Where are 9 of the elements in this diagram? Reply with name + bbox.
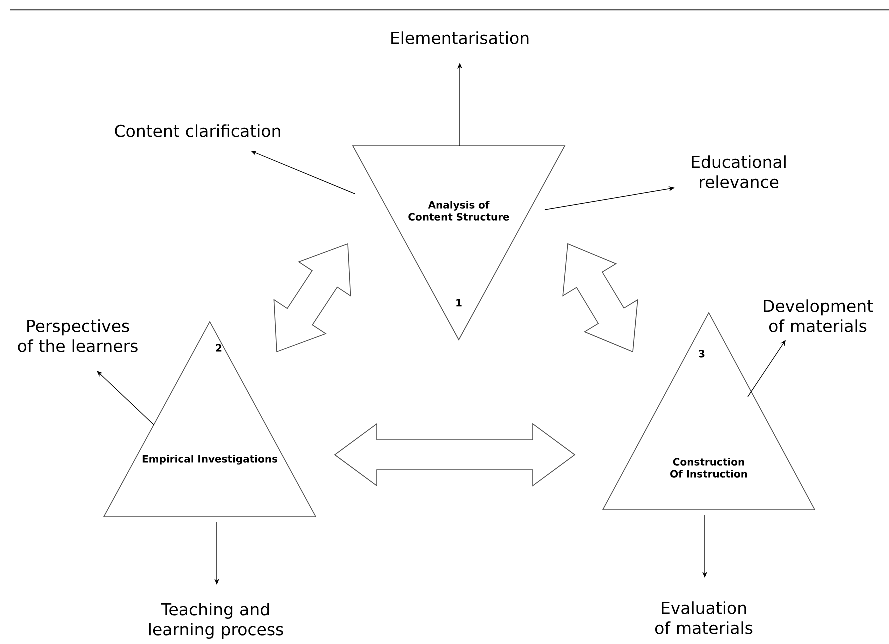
text-label: Evaluation of materials [655, 602, 753, 634]
text-label: Elementarisation [392, 32, 529, 44]
arrow [97, 371, 154, 426]
text-label: Content clarification [115, 124, 280, 138]
text-label: Perspectives of the learners [18, 320, 138, 352]
arrow [748, 340, 786, 398]
text-label: Teaching and learning process [149, 603, 284, 639]
text-label: Development of materials [764, 300, 874, 332]
text-label: Educational relevance [692, 156, 786, 188]
